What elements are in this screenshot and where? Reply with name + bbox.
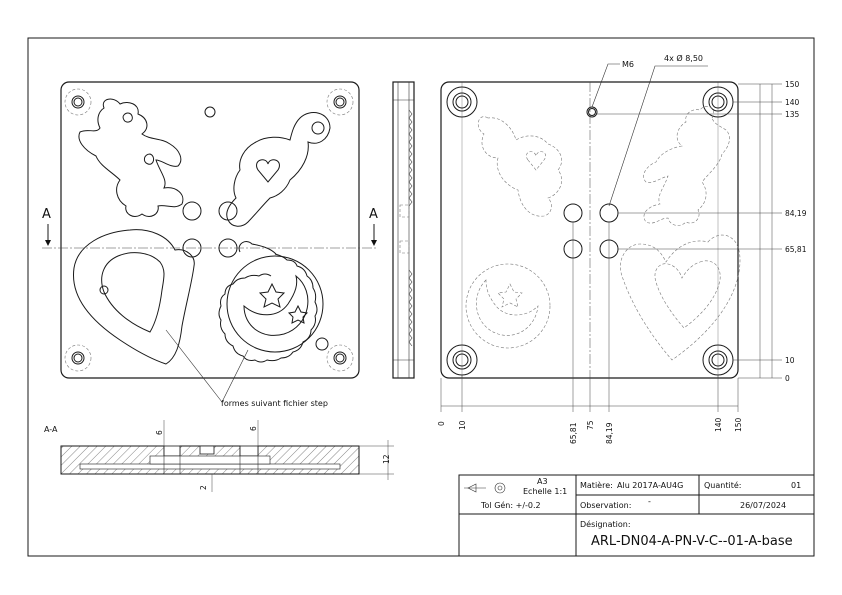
- material-label: Matière:: [580, 480, 613, 490]
- plan-view: M6 4x Ø 8,50: [440, 53, 741, 379]
- dim-h-10: 10: [458, 420, 467, 430]
- dim-v-84-19: 84,19: [785, 209, 807, 218]
- horizontal-dimensions: 0 10 65,81 75 84,19 140 150: [437, 222, 743, 444]
- material-value: Alu 2017A-AU4G: [617, 481, 683, 490]
- section-marker-left: A: [42, 207, 51, 222]
- sheet-size: A3: [537, 477, 548, 486]
- angel-shape: [226, 112, 331, 227]
- dim-h-84-19: 84,19: [605, 422, 614, 444]
- front-view: A A formes suivant fichier step: [42, 81, 378, 408]
- plan-plate-outline: [440, 81, 739, 379]
- dim-pocket-left: 6: [155, 430, 164, 435]
- side-view: [392, 81, 415, 379]
- quantity-label: Quantité:: [704, 480, 741, 490]
- vertical-dimensions: 150 140 135 84,19 65,81 10 0: [597, 80, 807, 383]
- thread-callout: M6: [622, 60, 634, 69]
- dim-h-75: 75: [586, 420, 595, 430]
- section-marker-right: A: [369, 207, 378, 222]
- section-view-label: A-A: [44, 425, 58, 434]
- dim-thickness: 12: [382, 454, 391, 464]
- sheet-border: [27, 37, 815, 557]
- dim-h-0: 0: [437, 421, 446, 426]
- corner-holes-front: [64, 88, 354, 372]
- dim-v-150: 150: [785, 80, 800, 89]
- moon-stars-shape: [218, 241, 329, 363]
- observation-value: -: [648, 497, 651, 506]
- designation-value: ARL-DN04-A-PN-V-C--01-A-base: [591, 534, 793, 549]
- dim-step: 2: [199, 485, 208, 490]
- dim-h-150: 150: [734, 417, 743, 432]
- front-view-note: formes suivant fichier step: [221, 399, 328, 408]
- designation-label: Désignation:: [580, 519, 631, 529]
- title-block: A3 Echelle 1:1 Tol Gén: +/-0.2 Matière: …: [458, 474, 815, 557]
- dim-v-140: 140: [785, 98, 800, 107]
- note-leader: [165, 329, 223, 403]
- quantity-value: 01: [791, 481, 801, 490]
- section-view: A-A 6 6 12 2: [44, 420, 394, 492]
- dim-h-140: 140: [714, 417, 723, 432]
- heart-shape: [73, 229, 195, 365]
- dim-v-65-81: 65,81: [785, 245, 807, 254]
- dim-v-0: 0: [785, 374, 790, 383]
- dim-v-10: 10: [785, 356, 795, 365]
- dim-v-135: 135: [785, 110, 800, 119]
- scale: Echelle 1:1: [523, 487, 567, 496]
- observation-label: Observation:: [580, 501, 631, 510]
- hole-callout: 4x Ø 8,50: [664, 53, 703, 63]
- dim-pocket-right: 6: [249, 426, 258, 431]
- figure-shape: [78, 98, 184, 217]
- projection-symbol-icon: [464, 482, 506, 494]
- m6-hole-front: [204, 106, 216, 118]
- date: 26/07/2024: [740, 501, 786, 510]
- dim-h-65-81: 65,81: [569, 422, 578, 444]
- tolerance: Tol Gén: +/-0.2: [480, 500, 541, 510]
- front-plate-outline: [60, 81, 360, 379]
